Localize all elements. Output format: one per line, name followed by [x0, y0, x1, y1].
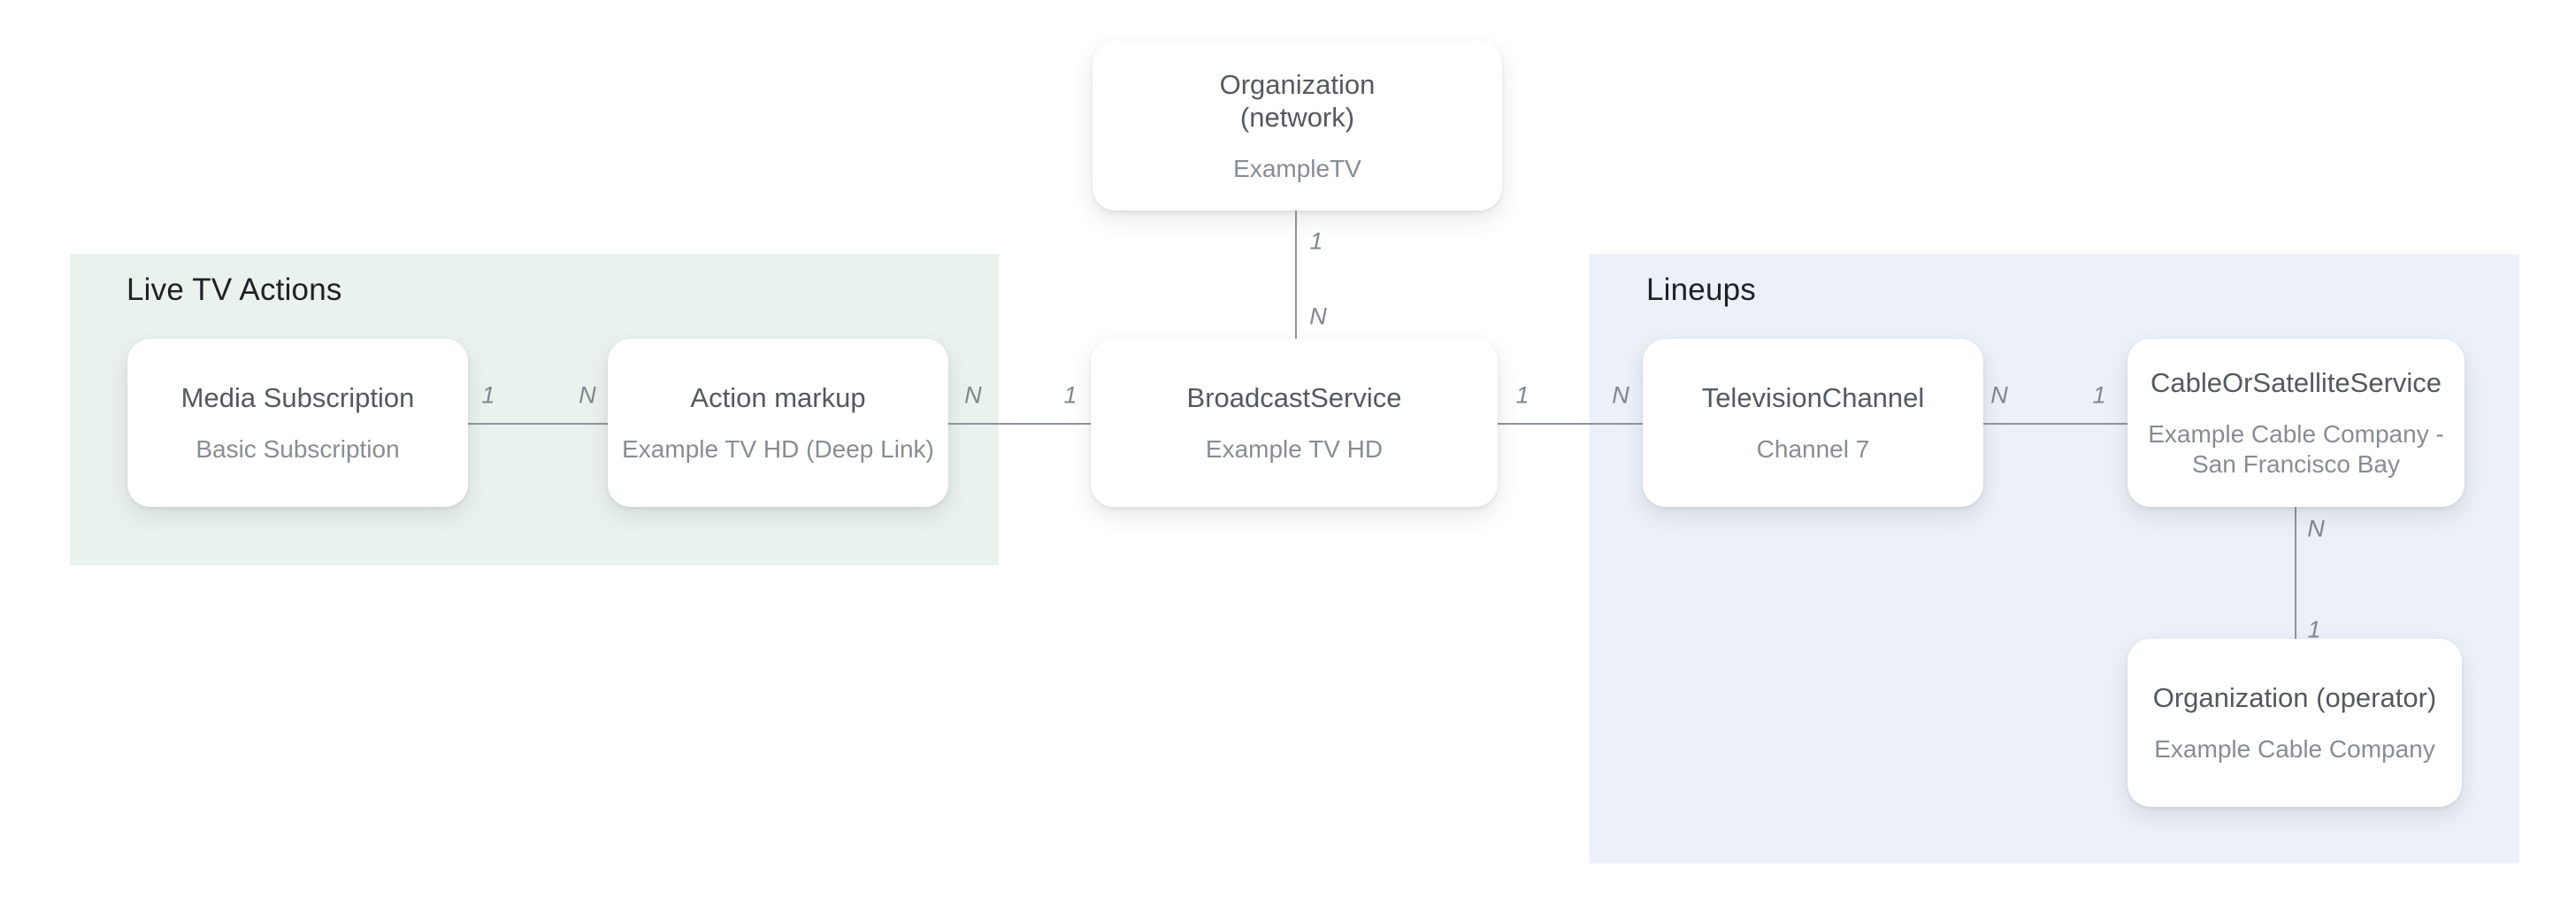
- cardinality-label: N: [1309, 303, 1327, 330]
- node-title: Media Subscription: [180, 382, 415, 413]
- connector-network-to-broadcast: [1295, 211, 1297, 339]
- node-title: Organization (network): [1219, 68, 1376, 133]
- live-tv-actions-region-title: Live TV Actions: [126, 273, 342, 307]
- cardinality-label: 1: [481, 381, 495, 409]
- cardinality-label: N: [2307, 515, 2325, 542]
- node-broadcast-service: BroadcastService Example TV HD: [1091, 339, 1498, 507]
- cardinality-label: 1: [2307, 616, 2321, 643]
- connector-action-to-broadcast: [948, 423, 1091, 425]
- cardinality-label: N: [1990, 381, 2008, 409]
- node-television-channel: TelevisionChannel Channel 7: [1643, 339, 1983, 507]
- connector-cable-to-operator: [2295, 507, 2296, 639]
- node-action-markup: Action markup Example TV HD (Deep Link): [608, 339, 948, 507]
- node-title: CableOrSatelliteService: [2150, 367, 2442, 398]
- node-subtitle: Example Cable Company - San Francisco Ba…: [2148, 420, 2444, 478]
- cardinality-label: N: [579, 381, 596, 409]
- node-subtitle: ExampleTV: [1233, 154, 1361, 182]
- connector-broadcast-to-channel: [1498, 423, 1643, 425]
- node-media-subscription: Media Subscription Basic Subscription: [127, 339, 468, 507]
- node-title: Action markup: [690, 382, 866, 413]
- connector-channel-to-cable: [1983, 423, 2128, 425]
- cardinality-label: 1: [1309, 227, 1323, 255]
- node-title: BroadcastService: [1186, 382, 1402, 413]
- node-subtitle: Example TV HD (Deep Link): [622, 435, 934, 463]
- node-cable-or-satellite-service: CableOrSatelliteService Example Cable Co…: [2128, 339, 2465, 507]
- node-subtitle: Example Cable Company: [2154, 735, 2435, 763]
- node-title: Organization (operator): [2152, 682, 2437, 713]
- node-title: TelevisionChannel: [1701, 382, 1925, 413]
- cardinality-label: N: [1612, 381, 1629, 409]
- cardinality-label: 1: [1063, 381, 1077, 409]
- node-subtitle: Example TV HD: [1205, 435, 1384, 463]
- cardinality-label: 1: [1515, 381, 1530, 409]
- node-subtitle: Channel 7: [1756, 435, 1870, 463]
- cardinality-label: 1: [2092, 381, 2106, 409]
- cardinality-label: N: [964, 381, 982, 409]
- node-organization-operator: Organization (operator) Example Cable Co…: [2128, 639, 2462, 807]
- connector-media-to-action: [468, 423, 608, 425]
- lineups-region-title: Lineups: [1646, 273, 1757, 307]
- node-organization-network: Organization (network) ExampleTV: [1092, 41, 1502, 211]
- node-subtitle: Basic Subscription: [196, 435, 400, 463]
